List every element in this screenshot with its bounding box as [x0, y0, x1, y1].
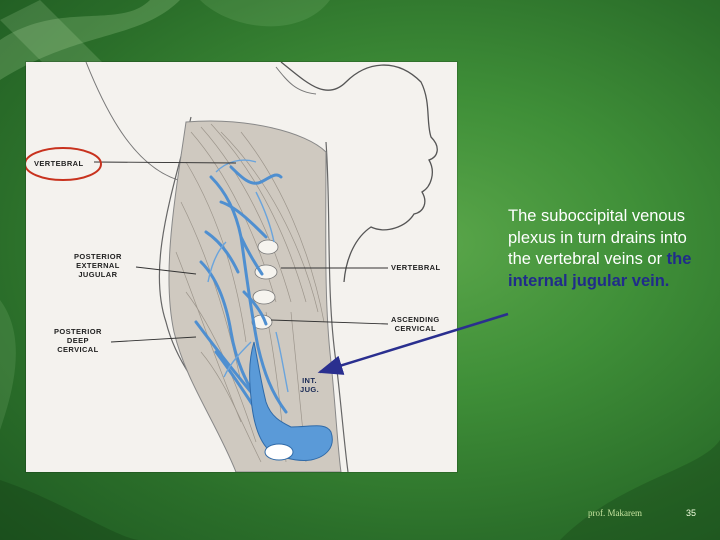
neck-illustration	[26, 62, 438, 472]
callout-highlight: the internal jugular vein.	[508, 250, 692, 290]
neck-anatomy-figure: VERTEBRAL POSTERIOR EXTERNAL JUGULAR VER…	[26, 62, 457, 472]
page-number: 35	[686, 508, 697, 518]
label-vertebral-right: VERTEBRAL	[391, 263, 441, 272]
label-ascending-cervical: ASCENDING CERVICAL	[391, 315, 440, 333]
label-vertebral-top: VERTEBRAL	[34, 159, 84, 168]
label-posterior-deep-cervical: POSTERIOR DEEP CERVICAL	[54, 327, 102, 354]
label-posterior-external-jugular: POSTERIOR EXTERNAL JUGULAR	[74, 252, 122, 279]
callout-body: The suboccipital venous plexus in turn d…	[508, 207, 687, 268]
label-int-jug: INT. JUG.	[300, 376, 320, 394]
callout-text: The suboccipital venous plexus in turn d…	[508, 206, 693, 292]
footer-author: prof. Makarem	[588, 508, 642, 518]
